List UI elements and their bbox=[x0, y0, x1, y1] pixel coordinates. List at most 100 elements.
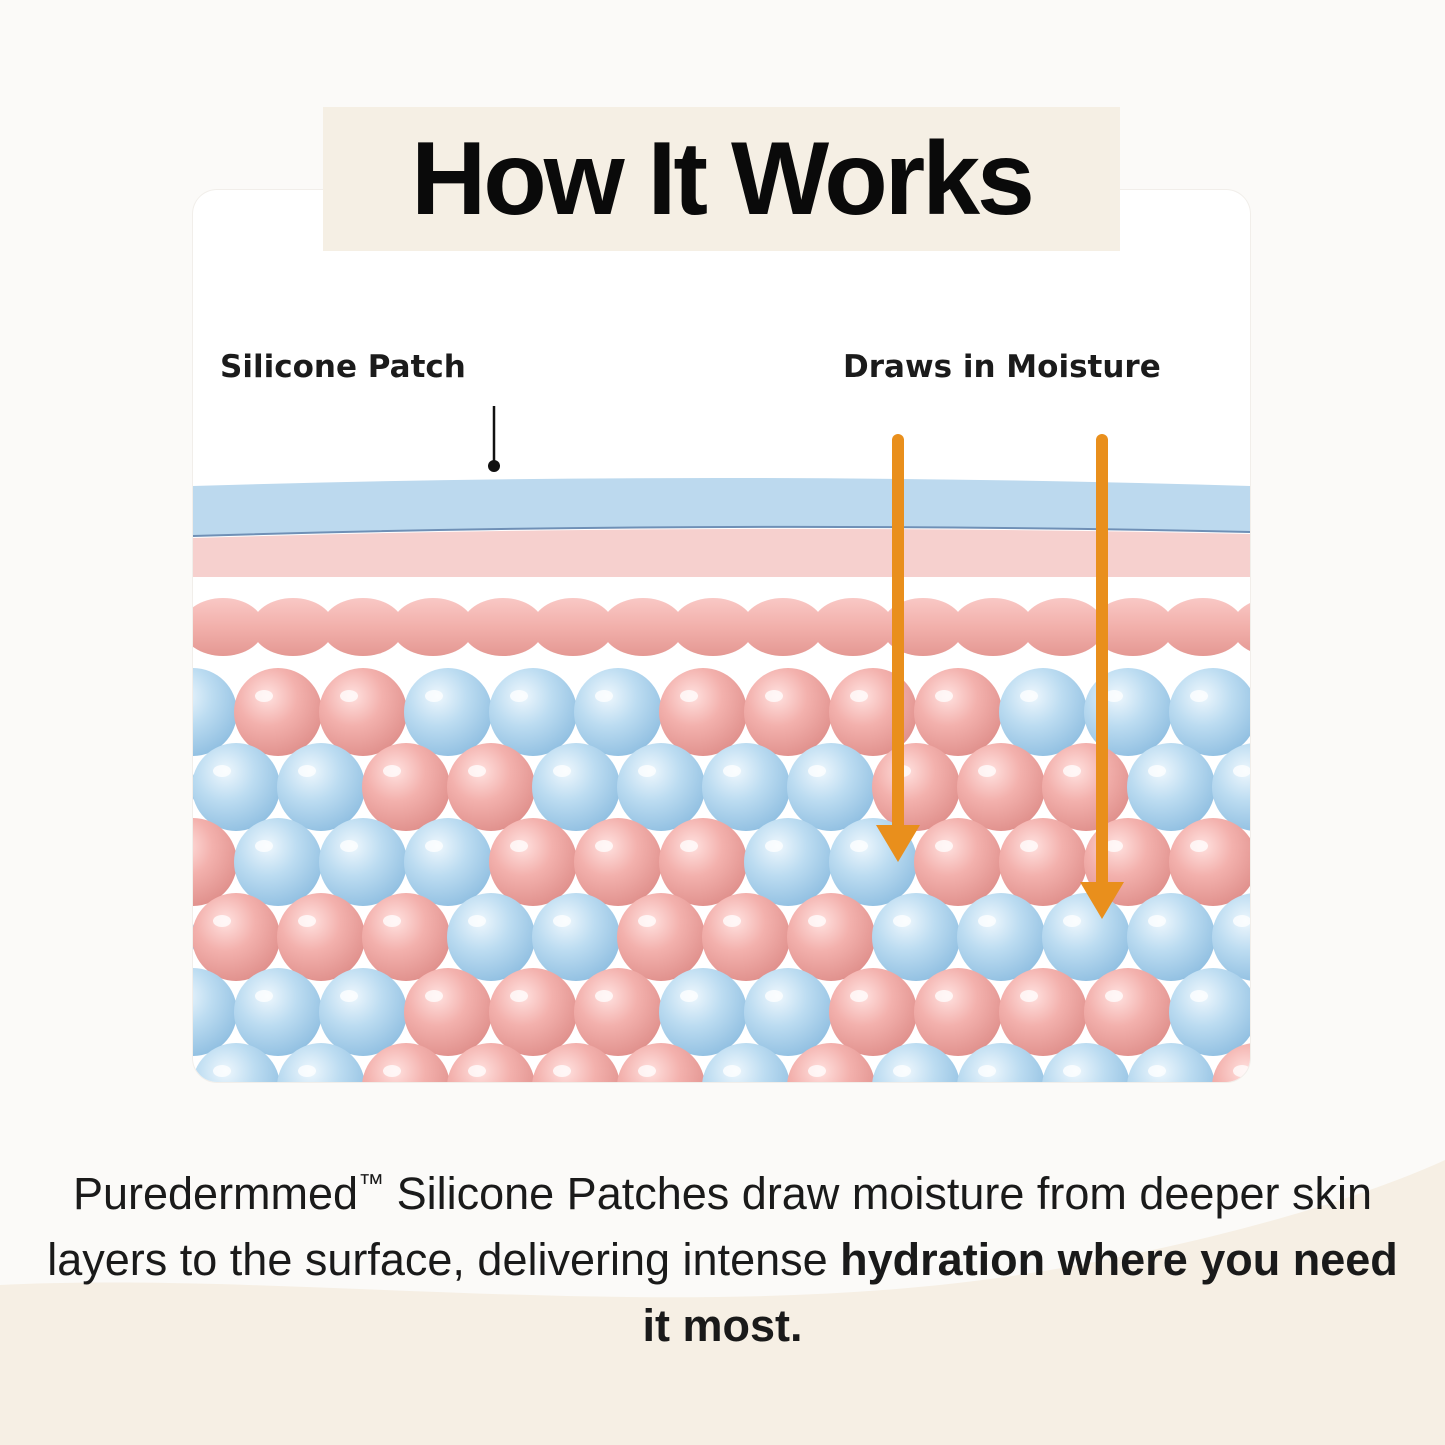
skin-top-layer bbox=[193, 528, 1250, 577]
flat-cell bbox=[193, 598, 264, 656]
cell-highlight bbox=[850, 690, 868, 702]
skin-cell-pink bbox=[489, 818, 577, 906]
cell-highlight bbox=[213, 915, 231, 927]
cell-highlight bbox=[1233, 1065, 1250, 1077]
skin-cell-pink bbox=[914, 668, 1002, 756]
cell-highlight bbox=[1020, 840, 1038, 852]
cell-highlight bbox=[510, 990, 528, 1002]
skin-cell-blue bbox=[744, 968, 832, 1056]
skin-cell-blue bbox=[702, 743, 790, 831]
cell-highlight bbox=[553, 1065, 571, 1077]
cell-highlight bbox=[340, 840, 358, 852]
trademark-symbol: ™ bbox=[358, 1168, 385, 1198]
cell-highlight bbox=[893, 1065, 911, 1077]
cell-highlight bbox=[298, 1065, 316, 1077]
skin-cell-blue bbox=[744, 818, 832, 906]
skin-cell-pink bbox=[999, 968, 1087, 1056]
cell-highlight bbox=[1063, 1065, 1081, 1077]
skin-cell-blue bbox=[447, 893, 535, 981]
skin-cell-blue bbox=[277, 743, 365, 831]
skin-cell-pink bbox=[829, 968, 917, 1056]
draws-moisture-label: Draws in Moisture bbox=[843, 349, 1161, 385]
cell-highlight bbox=[935, 840, 953, 852]
cell-highlight bbox=[1190, 840, 1208, 852]
flat-cell bbox=[1022, 598, 1104, 656]
skin-cell-pink bbox=[362, 893, 450, 981]
cell-highlight bbox=[1233, 765, 1250, 777]
round-cell-grid bbox=[193, 668, 1250, 1082]
cell-highlight bbox=[638, 765, 656, 777]
cell-highlight bbox=[765, 690, 783, 702]
cell-highlight bbox=[1148, 1065, 1166, 1077]
cell-highlight bbox=[723, 915, 741, 927]
cell-highlight bbox=[468, 915, 486, 927]
skin-cell-blue bbox=[404, 668, 492, 756]
skin-cell-blue bbox=[404, 818, 492, 906]
skin-cell-blue bbox=[532, 743, 620, 831]
flat-cell bbox=[952, 598, 1034, 656]
cell-highlight bbox=[1063, 915, 1081, 927]
cell-highlight bbox=[340, 690, 358, 702]
cell-highlight bbox=[978, 765, 996, 777]
skin-cell-blue bbox=[1169, 968, 1250, 1056]
cell-highlight bbox=[595, 990, 613, 1002]
cell-highlight bbox=[1020, 990, 1038, 1002]
skin-cell-pink bbox=[659, 818, 747, 906]
moisture-arrow-right bbox=[1080, 434, 1124, 919]
skin-cell-blue bbox=[1127, 893, 1215, 981]
skin-cell-blue bbox=[659, 968, 747, 1056]
cell-highlight bbox=[468, 1065, 486, 1077]
flat-cell bbox=[812, 598, 894, 656]
skin-cell-blue bbox=[957, 893, 1045, 981]
moisture-arrow-left bbox=[876, 434, 920, 862]
cell-highlight bbox=[255, 990, 273, 1002]
skin-cell-blue bbox=[532, 893, 620, 981]
cell-highlight bbox=[213, 765, 231, 777]
skin-cell-pink bbox=[914, 968, 1002, 1056]
cell-highlight bbox=[255, 840, 273, 852]
cell-highlight bbox=[383, 1065, 401, 1077]
cell-highlight bbox=[638, 915, 656, 927]
skin-cell-blue bbox=[319, 818, 407, 906]
cell-highlight bbox=[595, 840, 613, 852]
cell-highlight bbox=[978, 915, 996, 927]
silicone-patch-label: Silicone Patch bbox=[220, 349, 466, 385]
skin-cell-pink bbox=[914, 818, 1002, 906]
cell-highlight bbox=[680, 990, 698, 1002]
cell-highlight bbox=[553, 915, 571, 927]
skin-cell-blue bbox=[193, 743, 280, 831]
skin-cell-blue bbox=[489, 668, 577, 756]
silicone-patch-layer bbox=[193, 478, 1250, 536]
cell-highlight bbox=[765, 840, 783, 852]
skin-layers-diagram bbox=[193, 406, 1250, 1082]
flat-cell bbox=[672, 598, 754, 656]
cell-highlight bbox=[680, 690, 698, 702]
skin-cell-pink bbox=[1084, 968, 1172, 1056]
flat-cell bbox=[602, 598, 684, 656]
cell-highlight bbox=[638, 1065, 656, 1077]
skin-cell-blue bbox=[319, 968, 407, 1056]
cell-highlight bbox=[510, 840, 528, 852]
cell-highlight bbox=[850, 990, 868, 1002]
skin-cell-pink bbox=[1042, 743, 1130, 831]
cell-highlight bbox=[808, 915, 826, 927]
page-title: How It Works bbox=[411, 121, 1035, 237]
flat-cell bbox=[742, 598, 824, 656]
skin-cell-blue bbox=[193, 668, 237, 756]
cell-highlight bbox=[1105, 990, 1123, 1002]
skin-cell-pink bbox=[574, 968, 662, 1056]
cell-highlight bbox=[935, 990, 953, 1002]
cell-highlight bbox=[723, 765, 741, 777]
skin-cell-blue bbox=[999, 668, 1087, 756]
cell-highlight bbox=[425, 840, 443, 852]
skin-cell-pink bbox=[277, 893, 365, 981]
cell-highlight bbox=[1105, 690, 1123, 702]
flat-cell bbox=[1092, 598, 1174, 656]
skin-cell-pink bbox=[702, 893, 790, 981]
flat-cell bbox=[322, 598, 404, 656]
cell-highlight bbox=[850, 840, 868, 852]
skin-cell-blue bbox=[193, 968, 237, 1056]
brand-name: Puredermmed bbox=[72, 1168, 359, 1219]
cell-highlight bbox=[1233, 915, 1250, 927]
diagram-panel bbox=[193, 190, 1250, 1082]
